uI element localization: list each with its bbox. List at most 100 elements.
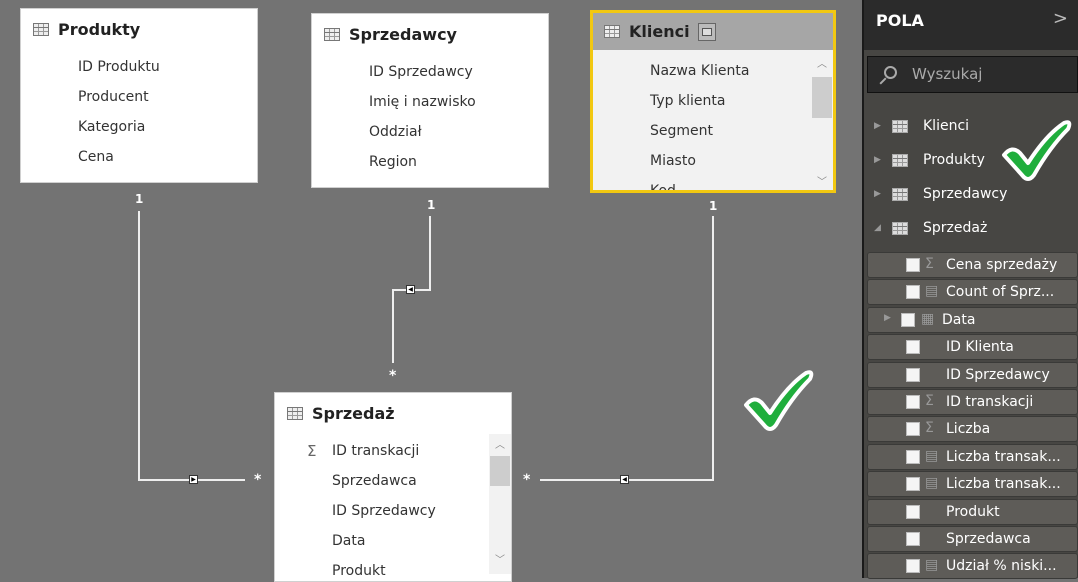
checkbox[interactable]	[906, 340, 920, 355]
table-icon	[604, 25, 620, 38]
checkbox[interactable]	[906, 285, 920, 300]
checkmark-icon	[744, 370, 814, 431]
table-icon	[892, 187, 908, 201]
field-label: Sprzedawca	[946, 531, 1031, 547]
scroll-up-icon[interactable]: ︿	[817, 59, 827, 70]
field-label: Liczba transak...	[946, 448, 1061, 465]
checkbox[interactable]	[906, 504, 920, 519]
field-row[interactable]: ▤Count of Sprz...	[867, 279, 1078, 306]
table-card-produkty[interactable]: Produkty ID Produktu Producent Kategoria…	[20, 8, 258, 183]
collapse-icon[interactable]	[697, 22, 716, 41]
table-card-klienci[interactable]: Klienci Nazwa Klienta Typ klienta Segmen…	[590, 10, 836, 193]
checkbox[interactable]	[906, 477, 920, 492]
expand-icon[interactable]: ▶	[874, 155, 881, 165]
tree-table-klienci[interactable]: ▶Klienci	[874, 118, 970, 134]
checkbox[interactable]	[901, 312, 915, 327]
checkbox[interactable]	[906, 395, 920, 409]
sigma-icon: Σ	[925, 256, 934, 272]
chevron-right-icon[interactable]: >	[1052, 8, 1068, 29]
cardinality-many: *	[389, 368, 397, 384]
filter-direction-icon: ▶	[189, 475, 198, 484]
table-title: Sprzedaż	[312, 403, 395, 423]
field-label: Liczba	[946, 421, 991, 438]
field[interactable]: Sprzedawca	[332, 473, 417, 489]
expand-icon[interactable]: ▶	[874, 189, 881, 199]
table-icon	[892, 221, 908, 235]
field-row[interactable]: ▶ ▦ Data	[867, 306, 1078, 333]
field-row[interactable]: ID Sprzedawcy	[867, 361, 1078, 388]
calculator-icon: ▤	[925, 557, 939, 574]
checkbox[interactable]	[906, 559, 920, 574]
field-row[interactable]: Produkt	[867, 498, 1078, 525]
checkbox[interactable]	[906, 449, 920, 464]
checkbox[interactable]	[906, 532, 920, 546]
field-label: Produkt	[946, 503, 1000, 520]
cardinality-one: 1	[135, 192, 144, 206]
field-row[interactable]: Sprzedawca	[867, 526, 1078, 552]
field[interactable]: Segment	[650, 123, 713, 139]
field[interactable]: Kategoria	[78, 119, 146, 135]
calculator-icon: ▤	[925, 283, 939, 300]
field[interactable]: Data	[332, 533, 366, 549]
checkbox[interactable]	[906, 258, 920, 272]
table-icon	[324, 27, 340, 41]
field[interactable]: Producent	[78, 89, 149, 105]
field[interactable]: Oddział	[369, 124, 422, 140]
expand-icon[interactable]: ▶	[874, 121, 881, 131]
field[interactable]: ID Sprzedawcy	[369, 64, 473, 80]
field-label: Data	[942, 311, 976, 328]
table-card-sprzedawcy[interactable]: Sprzedawcy ID Sprzedawcy Imię i nazwisko…	[311, 13, 549, 188]
field[interactable]: Imię i nazwisko	[369, 94, 476, 110]
checkbox[interactable]	[906, 422, 920, 437]
field-row[interactable]: ▤ Liczba transak...	[867, 443, 1078, 470]
field[interactable]: Region	[369, 154, 417, 170]
scroll-down-icon[interactable]: ﹀	[495, 555, 505, 566]
table-icon	[892, 119, 908, 133]
search-input[interactable]: Wyszukaj	[867, 56, 1078, 93]
sigma-icon: Σ	[307, 442, 317, 460]
field[interactable]: Typ klienta	[650, 93, 726, 109]
search-icon	[884, 66, 897, 79]
cardinality-one: 1	[427, 198, 436, 212]
scroll-up-icon[interactable]: ︿	[495, 440, 505, 451]
checkmark-icon	[1002, 120, 1072, 181]
filter-direction-icon: ◀	[406, 285, 415, 294]
field[interactable]: ID Produktu	[78, 59, 160, 75]
field[interactable]: ID Sprzedawcy	[332, 503, 436, 519]
table-title: Produkty	[58, 19, 141, 39]
cardinality-one: 1	[709, 199, 718, 213]
cardinality-many: *	[254, 472, 262, 488]
panel-title: POLA	[876, 11, 924, 30]
sigma-icon: Σ	[925, 393, 934, 409]
expand-icon[interactable]: ▶	[884, 312, 891, 323]
filter-direction-icon: ◀	[620, 475, 629, 484]
field[interactable]: Cena	[78, 149, 114, 165]
checkbox[interactable]	[906, 367, 920, 382]
tree-table-produkty[interactable]: ▶Produkty	[874, 152, 985, 168]
calendar-icon: ▦	[921, 310, 935, 327]
cardinality-many: *	[523, 472, 531, 488]
scroll-thumb[interactable]	[490, 456, 510, 486]
scroll-thumb[interactable]	[812, 77, 832, 118]
tree-table-sprzedawcy[interactable]: ▶Sprzedawcy	[874, 186, 1008, 202]
scroll-down-icon[interactable]: ﹀	[817, 177, 827, 188]
field[interactable]: Nazwa Klienta	[650, 63, 750, 79]
calculator-icon: ▤	[925, 475, 939, 492]
field[interactable]: Miasto	[650, 153, 696, 169]
table-title: Klienci	[629, 22, 690, 41]
tree-table-sprzedaz[interactable]: ◢Sprzedaż	[874, 220, 988, 236]
field-row[interactable]: ▤Liczba transak...	[867, 471, 1078, 498]
calculator-icon: ▤	[925, 447, 939, 464]
field-row[interactable]: ▤Udział % niski...	[867, 553, 1078, 580]
scrollbar[interactable]: ︿ ﹀	[489, 434, 511, 574]
collapse-icon[interactable]: ◢	[874, 223, 881, 233]
field[interactable]: Produkt	[332, 563, 386, 579]
scrollbar[interactable]: ︿ ﹀	[811, 53, 833, 190]
field[interactable]: Kod	[650, 183, 676, 193]
field-row[interactable]: ID Klienta	[867, 334, 1078, 361]
